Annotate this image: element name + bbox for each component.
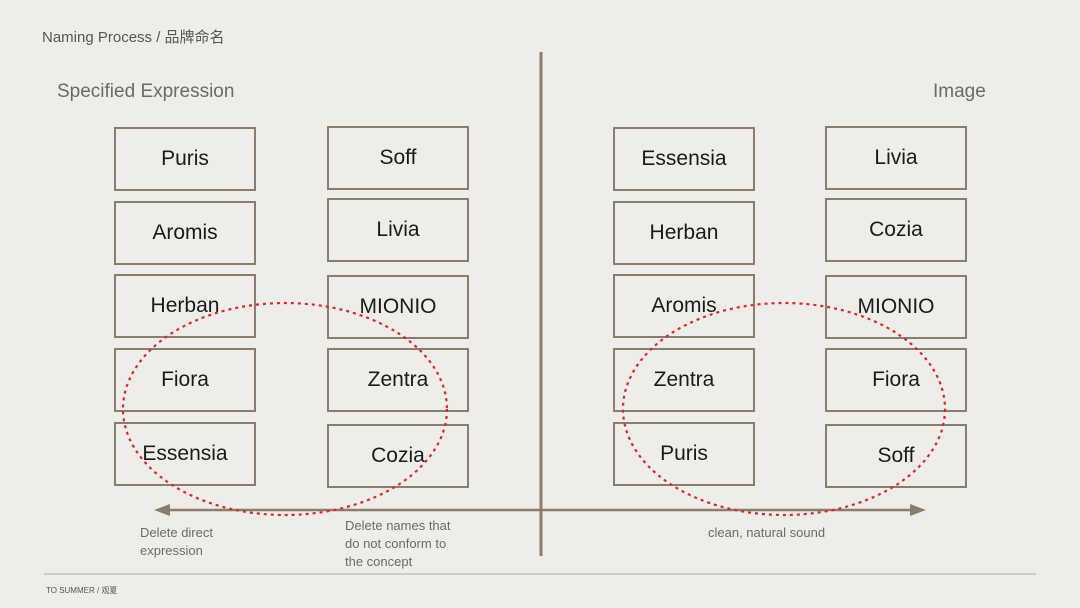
note-line: Delete direct xyxy=(140,525,213,540)
name-box: Essensia xyxy=(613,127,755,191)
note-line: Delete names that xyxy=(345,518,451,533)
slide-title: Naming Process / 品牌命名 xyxy=(42,29,225,46)
right-ellipse xyxy=(621,301,947,517)
note-line: expression xyxy=(140,543,203,558)
note-line: the concept xyxy=(345,554,413,569)
name-box: Puris xyxy=(114,127,256,191)
left-heading: Specified Expression xyxy=(57,81,235,102)
note-clean-sound: clean, natural sound xyxy=(708,525,826,540)
note-line: do not conform to xyxy=(345,536,447,551)
name-box: MIONIO xyxy=(825,275,967,339)
left-ellipse xyxy=(121,301,449,517)
note-delete-concept: Delete names that do not conform to the … xyxy=(345,517,451,571)
name-box: Herban xyxy=(613,201,755,265)
name-box: Puris xyxy=(613,422,755,486)
name-box: Aromis xyxy=(613,274,755,338)
name-box: Livia xyxy=(327,198,469,262)
name-box: Soff xyxy=(327,126,469,190)
name-box: Fiora xyxy=(114,348,256,412)
note-delete-direct: Delete direct expression xyxy=(140,524,213,560)
footer-label: TO SUMMER / 观夏 xyxy=(46,586,118,595)
name-box: Cozia xyxy=(825,198,967,262)
name-box: Fiora xyxy=(825,348,967,412)
right-heading: Image xyxy=(933,81,986,102)
name-box: Soff xyxy=(825,424,967,488)
name-box: Zentra xyxy=(327,348,469,412)
name-box: Livia xyxy=(825,126,967,190)
name-box: Aromis xyxy=(114,201,256,265)
name-box: Zentra xyxy=(613,348,755,412)
name-box: Cozia xyxy=(327,424,469,488)
name-box: Herban xyxy=(114,274,256,338)
axis-arrow-left xyxy=(154,504,170,516)
name-box: Essensia xyxy=(114,422,256,486)
axis-arrow-right xyxy=(910,504,926,516)
